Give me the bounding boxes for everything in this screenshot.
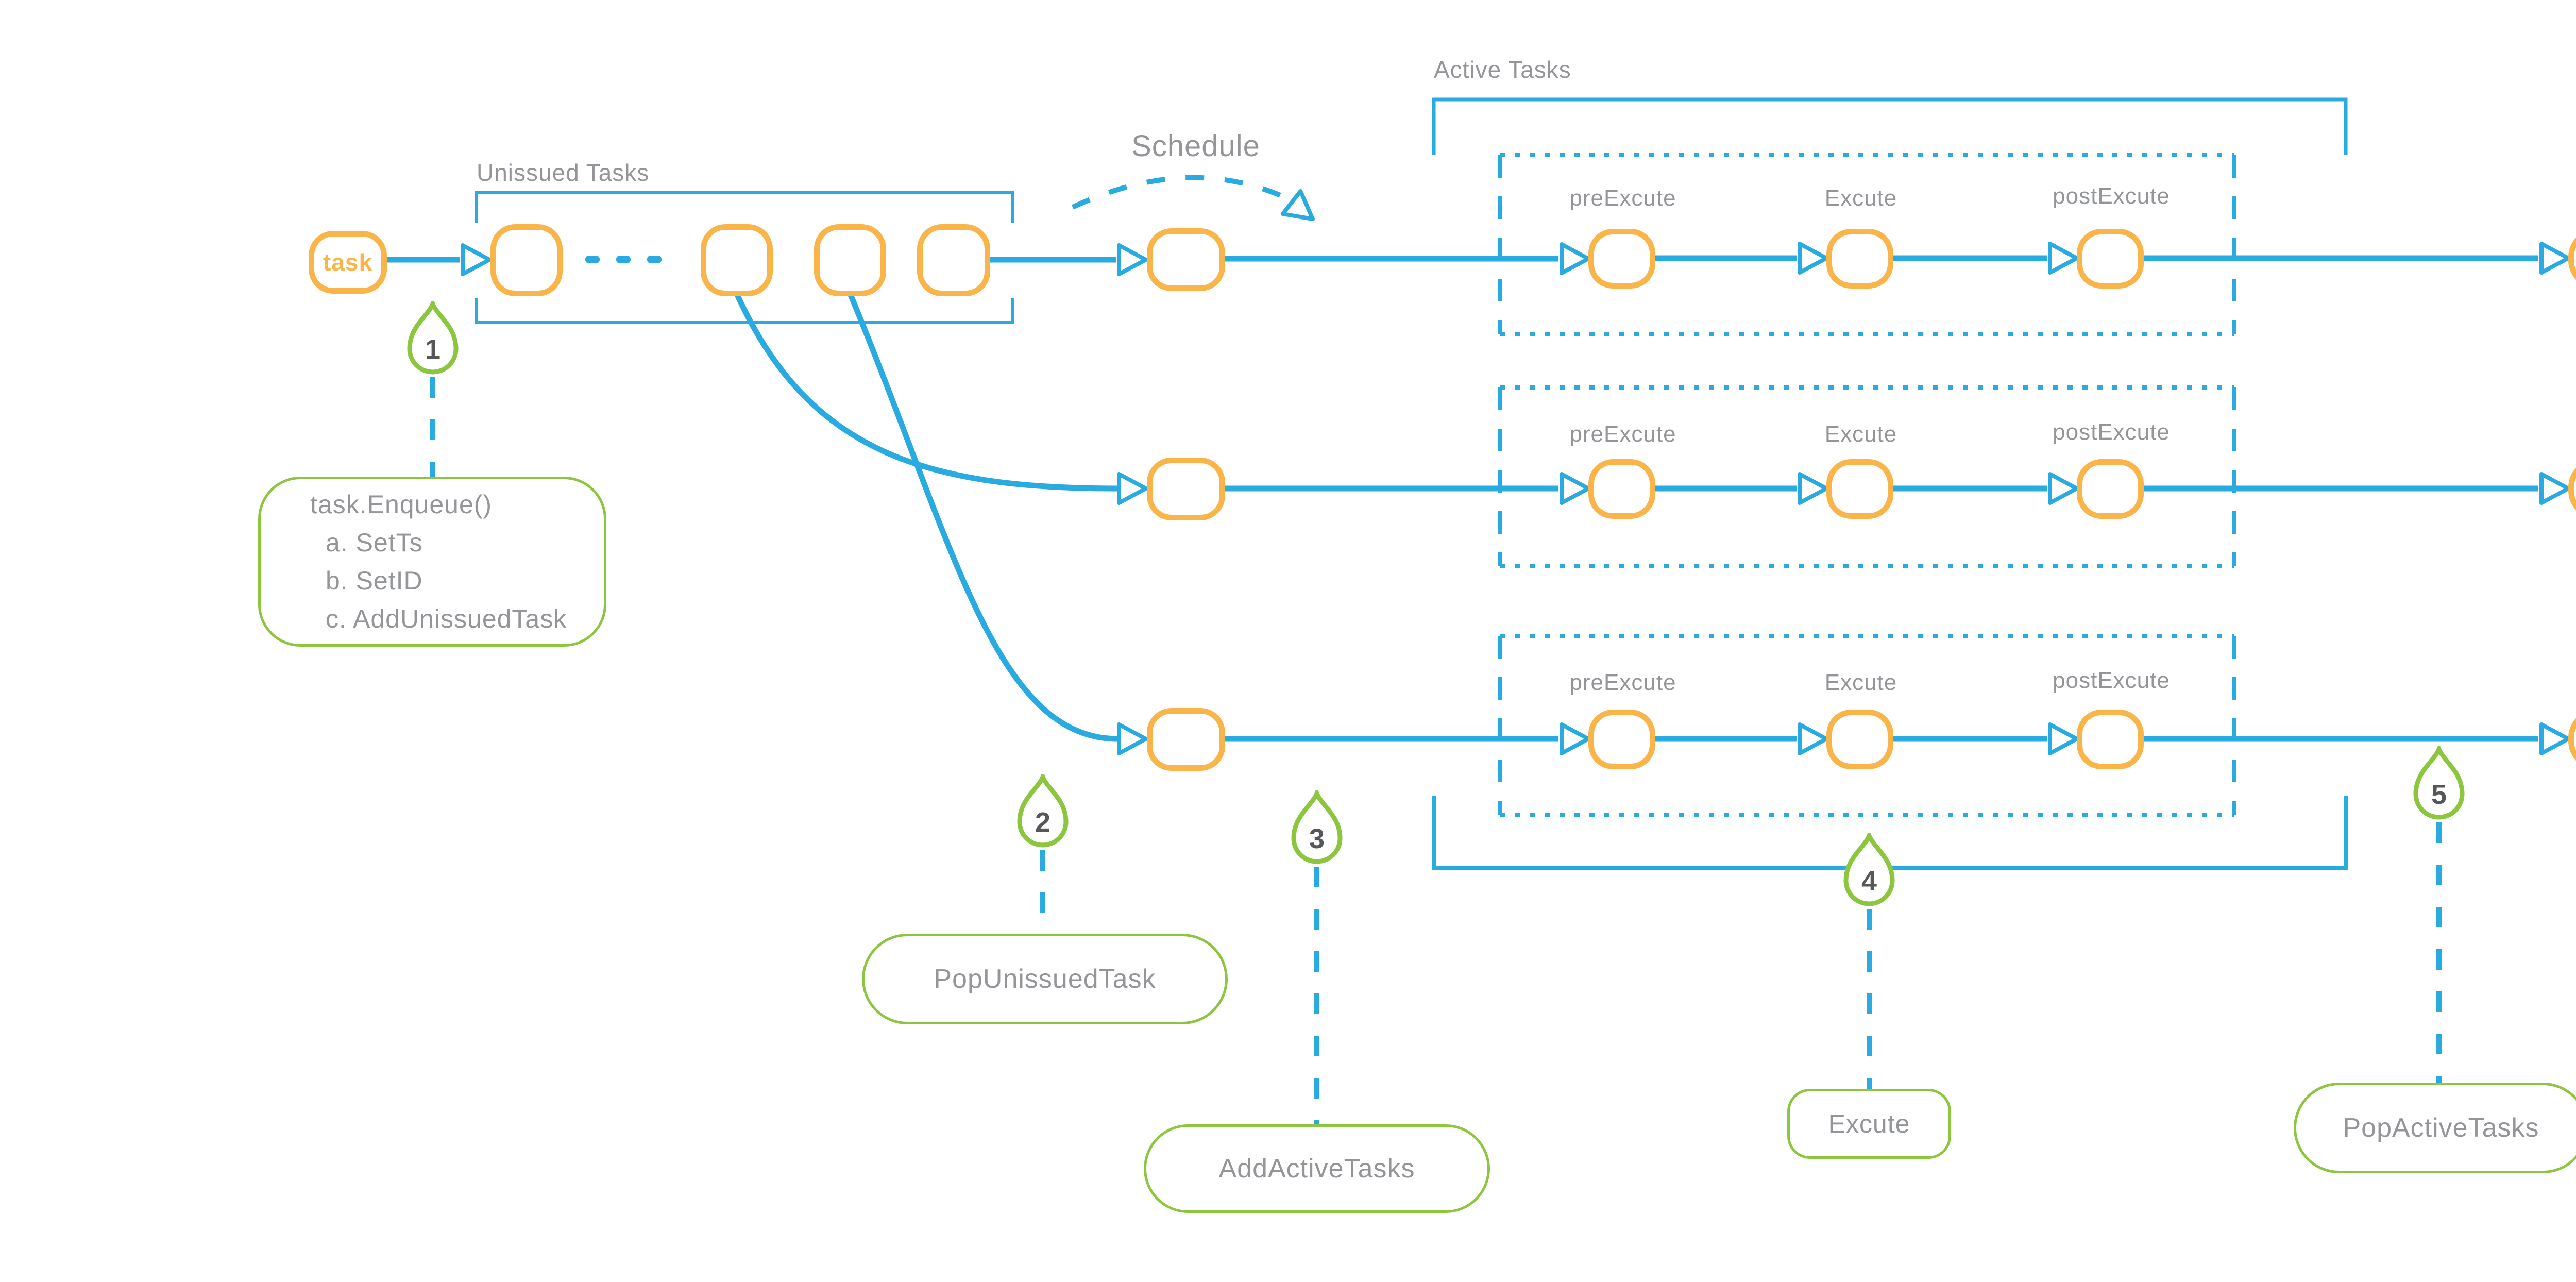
arrowhead-icon bbox=[2048, 242, 2079, 275]
post-excute-node-row2 bbox=[2077, 459, 2144, 519]
schedule-title: Schedule bbox=[1131, 129, 1260, 163]
marker-pin-icon: 4 bbox=[1843, 833, 1895, 906]
arrowhead-icon bbox=[2539, 722, 2570, 755]
arrowhead-icon bbox=[2048, 722, 2079, 755]
arrowhead-icon bbox=[1560, 472, 1590, 505]
marker5-callout: PopActiveTasks bbox=[2294, 1083, 2576, 1173]
teardrop-shape bbox=[2413, 746, 2465, 820]
unissued-node bbox=[701, 224, 773, 296]
arrowhead-icon bbox=[2539, 242, 2570, 275]
stage-label-post-row2: postExcute bbox=[2053, 419, 2170, 445]
excute-node-row2 bbox=[1826, 459, 1893, 519]
marker-pin-icon: 5 bbox=[2413, 746, 2465, 820]
marker-pin-icon: 2 bbox=[1017, 774, 1069, 848]
queue-ellipsis-dot bbox=[647, 256, 662, 263]
edge-queue-to-sched3-curve bbox=[847, 292, 1118, 742]
queue-ellipsis-dot bbox=[616, 256, 631, 263]
marker-number: 1 bbox=[425, 334, 440, 365]
pipeline-box-row3-verticals bbox=[1498, 636, 2236, 815]
marker-number: 5 bbox=[2431, 779, 2447, 810]
post-excute-node-row1 bbox=[2077, 229, 2144, 289]
arrowhead-icon bbox=[1798, 242, 1828, 275]
pipeline-box-row3-horizontals bbox=[1500, 634, 2234, 817]
pipeline-box-row3 bbox=[1498, 634, 2236, 817]
edge-queue-to-sched2-curve bbox=[734, 292, 1118, 492]
stage-label-pre-row3: preExcute bbox=[1569, 670, 1676, 695]
arrowhead-icon bbox=[1117, 243, 1148, 276]
callout-line: task.Enqueue() bbox=[310, 490, 493, 519]
stage-label-post-row1: postExcute bbox=[2053, 183, 2170, 209]
callout-line: c. AddUnissuedTask bbox=[326, 604, 567, 633]
scheduled-node-row1 bbox=[1147, 228, 1225, 291]
stage-label-post-row3: postExcute bbox=[2053, 668, 2170, 693]
marker3-callout: AddActiveTasks bbox=[1144, 1124, 1490, 1213]
marker-number: 2 bbox=[1035, 807, 1050, 838]
scheduled-node-row3 bbox=[1147, 708, 1225, 771]
unissued-bracket-top bbox=[475, 191, 1014, 223]
active-bracket-top bbox=[1432, 97, 2348, 155]
pipeline-box-row2-verticals bbox=[1498, 387, 2236, 566]
arrowhead-icon bbox=[1117, 722, 1148, 755]
arrowhead-icon bbox=[461, 243, 492, 276]
pipeline-box-row1-horizontals bbox=[1500, 153, 2234, 336]
queue-ellipsis-dot bbox=[585, 256, 600, 263]
arrowheads bbox=[461, 242, 2570, 755]
stage-label-pre-row2: preExcute bbox=[1569, 421, 1676, 447]
pipeline-box-row1 bbox=[1498, 153, 2236, 336]
arrowhead-icon bbox=[1560, 722, 1590, 755]
arrowhead-icon bbox=[1117, 472, 1148, 505]
schedule-arc bbox=[1071, 175, 1292, 210]
task-node: task bbox=[309, 231, 387, 294]
unissued-tasks-title: Unissued Tasks bbox=[477, 159, 650, 186]
arrowhead-icon bbox=[1798, 472, 1828, 505]
excute-node-row1 bbox=[1826, 229, 1893, 289]
callout-line: b. SetID bbox=[326, 566, 423, 595]
pre-excute-node-row1 bbox=[1588, 229, 1655, 289]
post-excute-node-row3 bbox=[2077, 710, 2144, 769]
active-tasks-title: Active Tasks bbox=[1434, 56, 1571, 83]
task-node-label: task bbox=[323, 249, 373, 276]
pipeline-box-row2 bbox=[1498, 385, 2236, 568]
scheduled-node-row2 bbox=[1147, 458, 1225, 520]
unissued-node bbox=[490, 224, 563, 296]
stage-label-ex-row2: Excute bbox=[1824, 421, 1897, 447]
marker4-callout: Excute bbox=[1787, 1089, 1951, 1159]
queue-ellipsis-icon bbox=[585, 256, 662, 263]
teardrop-shape bbox=[1017, 774, 1069, 848]
stage-label-ex-row1: Excute bbox=[1824, 185, 1897, 211]
pre-excute-node-row3 bbox=[1588, 710, 1655, 769]
marker-leader-lines bbox=[430, 377, 2442, 1132]
unissued-node bbox=[917, 224, 990, 296]
schedule-arrowhead-icon bbox=[1280, 189, 1315, 221]
marker-number: 3 bbox=[1309, 823, 1325, 854]
unissued-node bbox=[814, 224, 886, 296]
teardrop-shape bbox=[1291, 790, 1343, 864]
marker2-callout: PopUnissuedTask bbox=[862, 934, 1228, 1024]
pipeline-box-row2-horizontals bbox=[1500, 385, 2234, 568]
stage-label-pre-row1: preExcute bbox=[1569, 185, 1676, 211]
excute-node-row3 bbox=[1826, 710, 1893, 769]
marker1-callout: task.Enqueue() a. SetTs b. SetID c. AddU… bbox=[258, 477, 606, 647]
marker-number: 4 bbox=[1861, 866, 1877, 897]
teardrop-shape bbox=[407, 301, 459, 375]
callout-line: a. SetTs bbox=[326, 528, 423, 557]
arrowhead-icon bbox=[2539, 472, 2570, 505]
unissued-bracket-bottom bbox=[475, 298, 1014, 324]
stage-label-ex-row3: Excute bbox=[1824, 670, 1897, 695]
pipeline-box-row1-verticals bbox=[1498, 155, 2236, 334]
arrowhead-icon bbox=[1560, 242, 1590, 275]
teardrop-shape bbox=[1843, 833, 1895, 906]
marker-pin-icon: 1 bbox=[407, 301, 459, 375]
pre-excute-node-row2 bbox=[1588, 459, 1655, 519]
marker-pin-icon: 3 bbox=[1291, 790, 1343, 864]
arrowhead-icon bbox=[2048, 472, 2079, 505]
arrowhead-icon bbox=[1798, 722, 1828, 755]
